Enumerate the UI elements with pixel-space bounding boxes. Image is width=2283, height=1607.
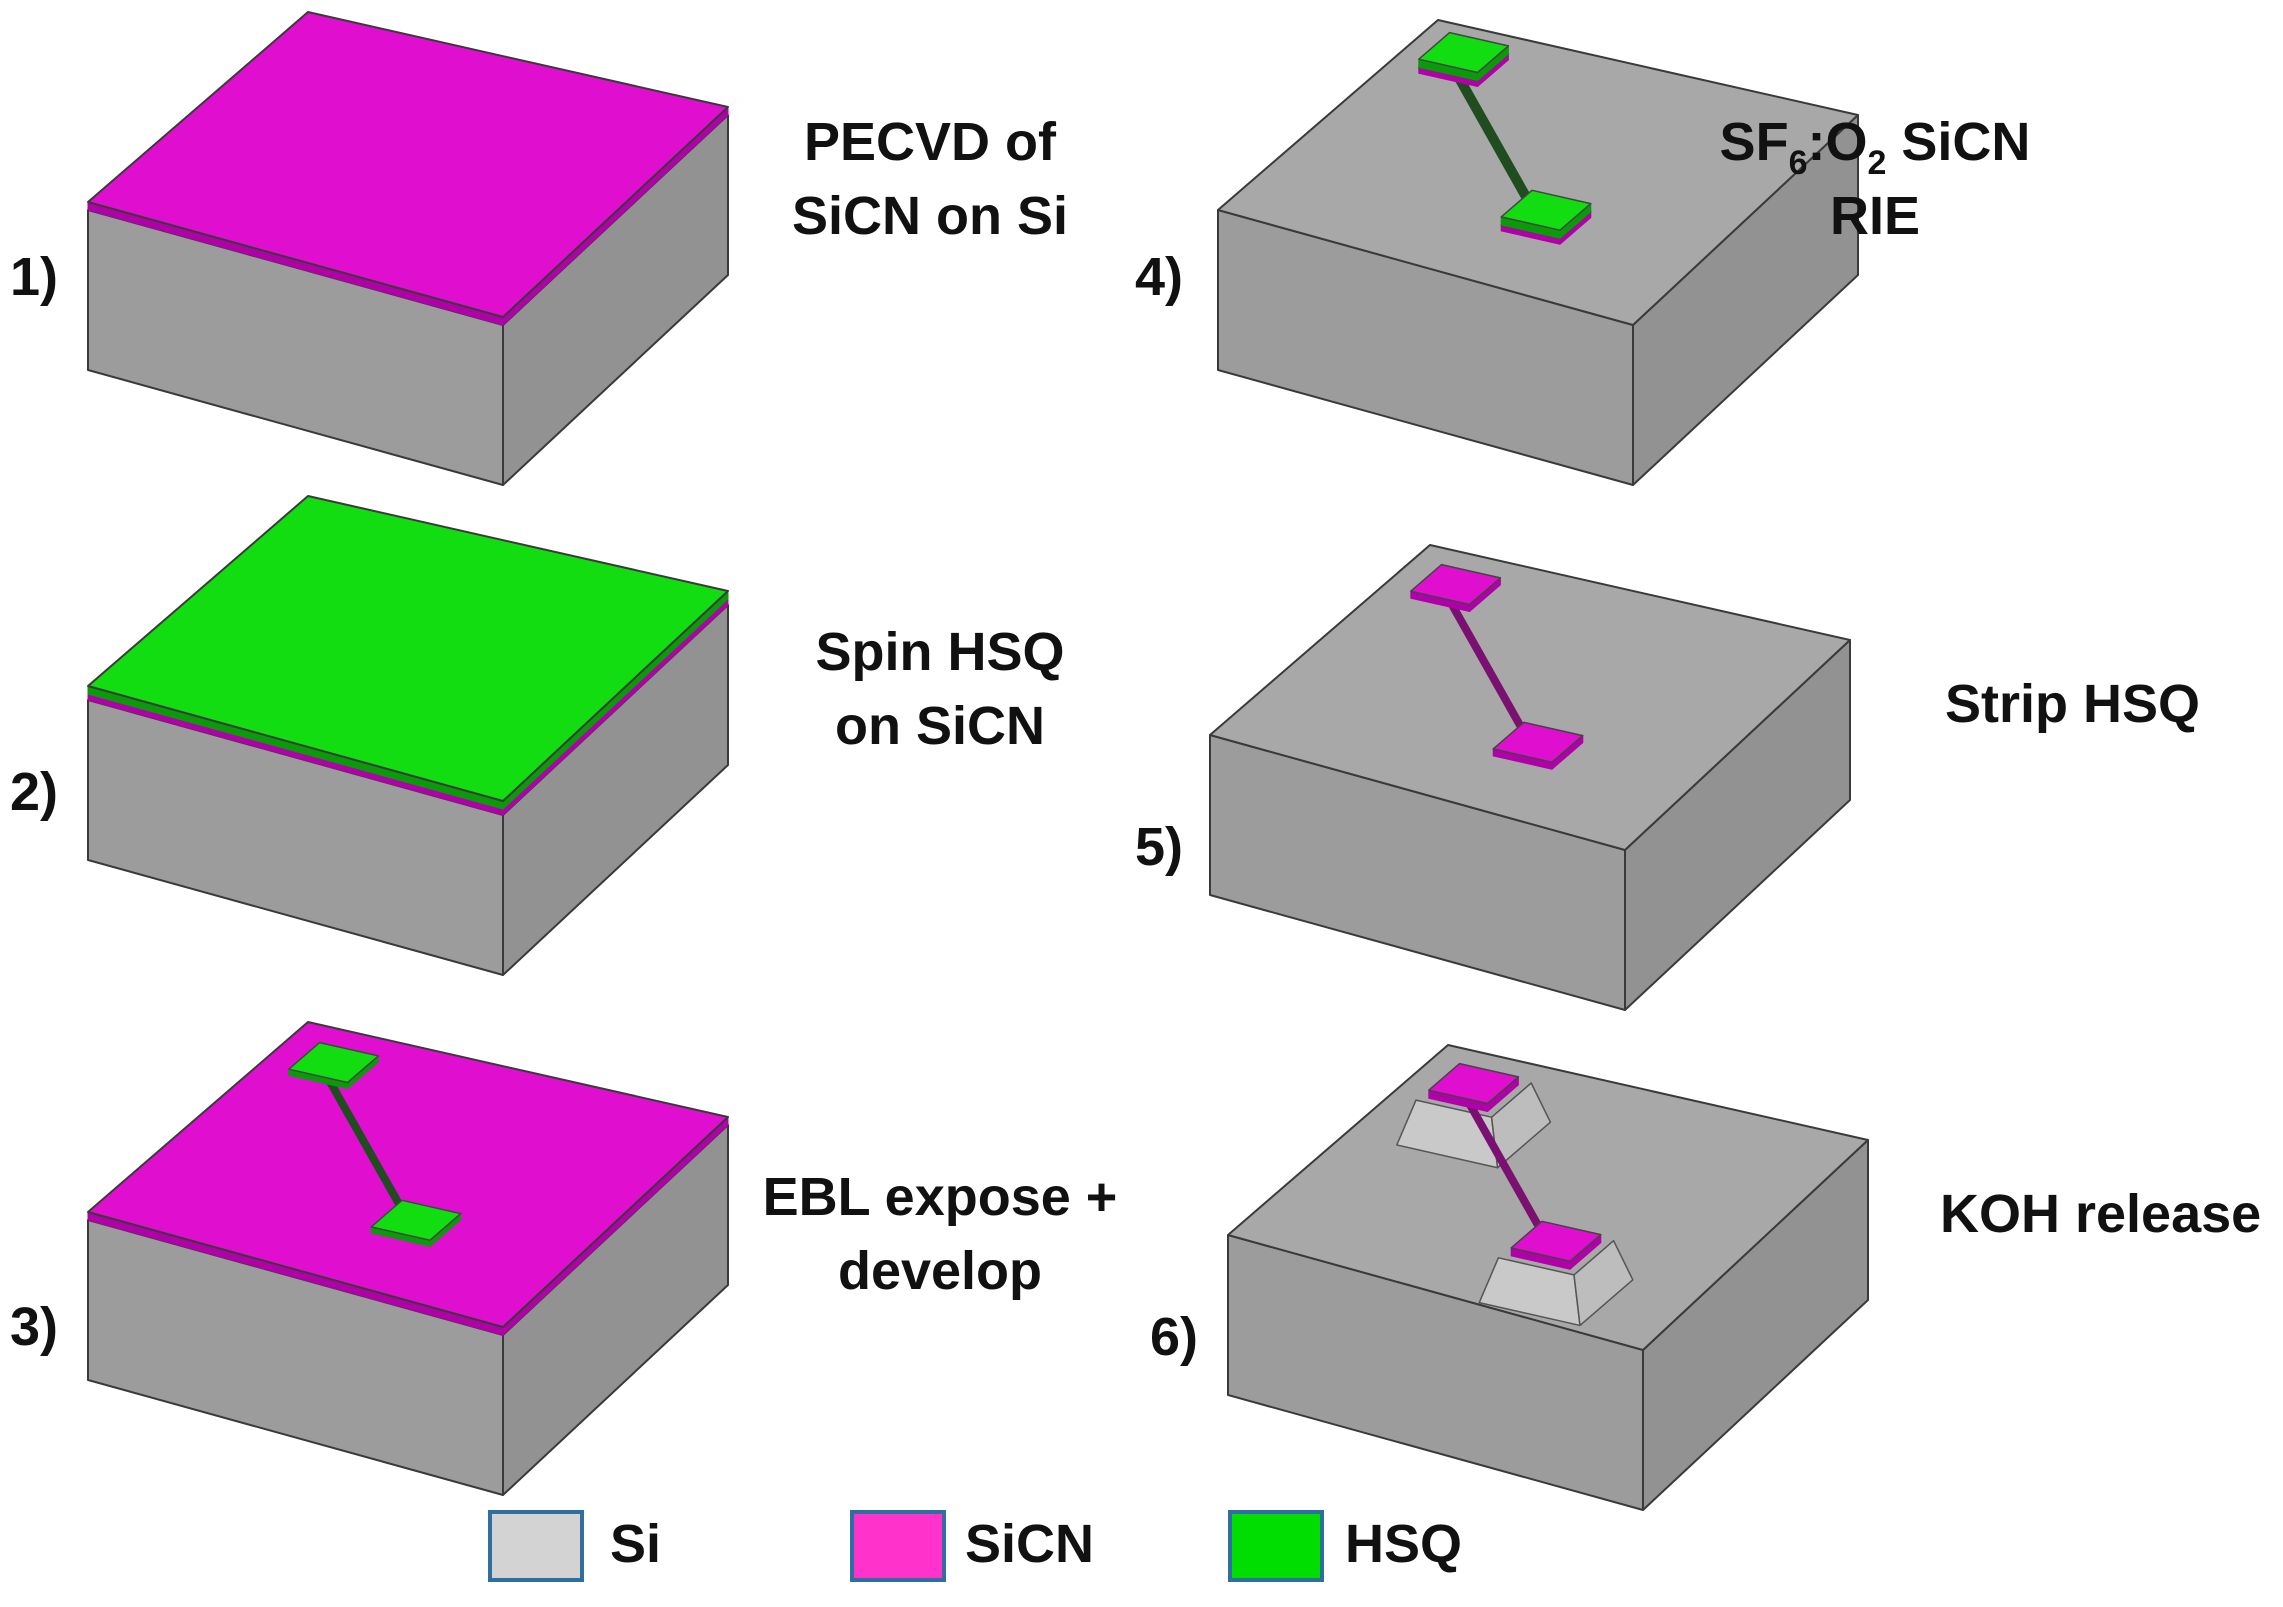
step-1-caption: PECVD of SiCN on Si: [780, 110, 1080, 248]
block-5-top-face: [1209, 544, 1851, 851]
step-4-caption-line-2: RIE: [1829, 186, 1921, 246]
step-4-caption: SF6:O2 SiCN RIE: [1700, 110, 2050, 248]
step-2-caption-line-1: Spin HSQ: [815, 622, 1065, 682]
legend-swatch-si: [488, 1510, 584, 1582]
block-6-b-pedestal-side: [1573, 1239, 1634, 1327]
step-4-caption-line-1: SF6:O2 SiCN: [1700, 110, 2050, 180]
block-5-pad-a-top: [1410, 563, 1502, 606]
step-4-caption-sub-6: 6: [1788, 144, 1808, 182]
block-6-wire: [1457, 1084, 1552, 1247]
block-4-pad-a-hsq-top: [1418, 31, 1510, 74]
step-5-caption: Strip HSQ: [1945, 674, 2201, 734]
step-4-caption-rest: SiCN: [1886, 112, 2031, 172]
block-3-pad-b-top: [370, 1199, 462, 1241]
step-4-caption-sf: SF: [1719, 112, 1789, 172]
block-3-pad-a-top: [288, 1041, 380, 1084]
legend-label-si: Si: [610, 1514, 662, 1574]
step-4-number: 4): [1135, 247, 1184, 307]
legend-label-hsq: HSQ: [1345, 1514, 1463, 1574]
step-3-caption-line-1: EBL expose +: [762, 1167, 1118, 1227]
step-1-caption-line-1: PECVD of: [803, 112, 1057, 172]
step-3-caption-line-2: develop: [837, 1241, 1043, 1301]
step-2-caption-line-2: on SiCN: [835, 696, 1045, 756]
block-4-wire: [1446, 58, 1543, 223]
step-3-caption: EBL expose + develop: [760, 1165, 1120, 1303]
block-1-top-face: [87, 11, 729, 318]
block-6-top-face: [1227, 1044, 1869, 1351]
step-6-number: 6): [1150, 1307, 1199, 1367]
legend-swatch-sicn: [850, 1510, 946, 1582]
block-4-pad-b-hsq-top: [1500, 189, 1592, 231]
step-1-number: 1): [10, 247, 59, 307]
block-6-pad-a-top: [1428, 1062, 1520, 1105]
block-3-top-face: [87, 1021, 729, 1328]
block-6-pad-b-top: [1510, 1220, 1602, 1262]
legend-swatch-hsq: [1228, 1510, 1324, 1582]
step-2-caption: Spin HSQ on SiCN: [790, 620, 1090, 758]
step-4-caption-sub-2: 2: [1867, 144, 1887, 182]
legend-label-sicn: SiCN: [965, 1514, 1095, 1574]
block-3-wire: [317, 1061, 412, 1224]
block-2-top-face: [87, 495, 729, 802]
step-6-caption: KOH release: [1940, 1184, 2262, 1244]
step-1-caption-line-2: SiCN on Si: [791, 186, 1068, 246]
step-5-number: 5): [1135, 817, 1184, 877]
block-4-top-face: [1217, 19, 1859, 326]
step-2-number: 2): [10, 762, 59, 822]
block-5-wire: [1439, 584, 1534, 747]
step-4-caption-colon-o: :O: [1807, 112, 1868, 172]
step-3-number: 3): [10, 1297, 59, 1357]
block-5-pad-b-top: [1492, 721, 1584, 763]
